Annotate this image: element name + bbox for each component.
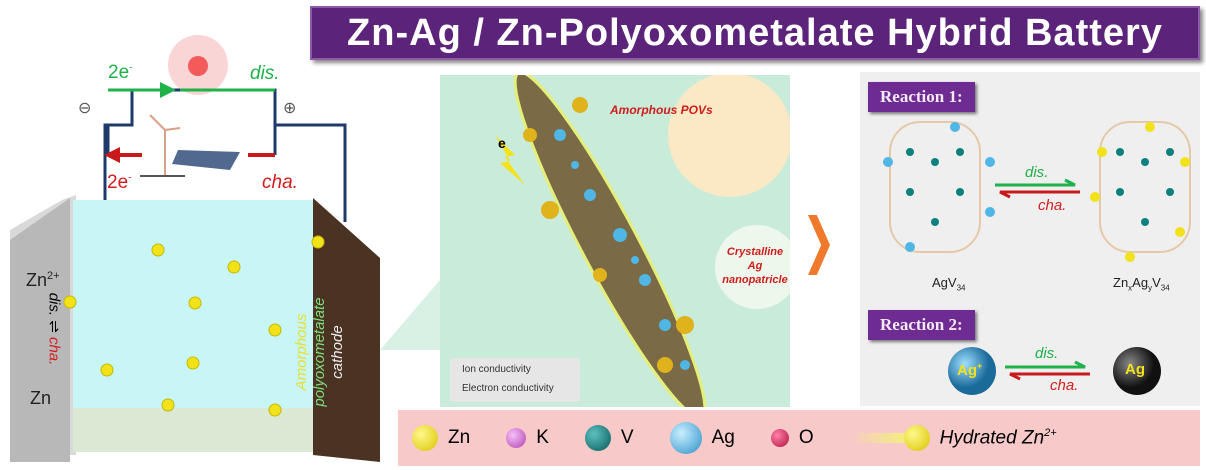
hydrated-zn-ions: [63, 235, 325, 417]
r1-dis-label: dis.: [1025, 164, 1049, 181]
electron-symbol: e: [498, 135, 506, 151]
negative-terminal: ⊖: [78, 100, 92, 117]
znagv34-cluster: [1090, 121, 1191, 262]
dis-arrow-icon: [995, 178, 1076, 187]
legend-k: K: [506, 427, 549, 449]
ag-nanoparticle-inset: [715, 225, 790, 309]
legend-ag: Ag: [669, 422, 735, 454]
positive-terminal: ⊕: [283, 100, 297, 117]
charge-electrons: 2e-: [107, 172, 132, 193]
wind-turbine-icon: [140, 114, 185, 177]
legend-hydrated-zn: Hydrated Zn2+: [849, 425, 1057, 451]
zoom-callout: [380, 280, 440, 350]
anode-ion-label: Zn2+: [26, 270, 60, 290]
discharge-arrow-icon: [160, 82, 176, 98]
legend-electron-conductivity: Electron conductivity: [462, 383, 554, 394]
agv34-cluster: [883, 121, 995, 253]
r1-cha-label: cha.: [1038, 197, 1067, 214]
r2-cha-label: cha.: [1050, 377, 1079, 394]
atom-legend: Zn K V Ag O Hydrated Zn2+: [398, 410, 1200, 466]
cha-arrow-icon: [999, 190, 1080, 199]
cathode-label: Amorphous polyoxometalate cathode: [293, 297, 346, 407]
legend-ion-conductivity: Ion conductivity: [462, 364, 531, 375]
reaction1-label: Reaction 1:: [868, 82, 975, 112]
anode-metal-label: Zn: [30, 388, 52, 408]
r2-dis-label: dis.: [1035, 345, 1059, 362]
legend-v: V: [584, 425, 634, 451]
solar-panel-icon: [172, 150, 240, 170]
light-bulb-icon: [188, 56, 208, 76]
product-znagv34: ZnxAgyV34: [1113, 275, 1170, 293]
battery-schematic: [10, 35, 380, 462]
amorphous-povs-label: Amorphous POVs: [610, 103, 713, 117]
zn-atom-icon: [412, 425, 438, 451]
page-title: Zn-Ag / Zn-Polyoxometalate Hybrid Batter…: [310, 6, 1200, 60]
ag-atom-icon: [669, 422, 702, 454]
o-atom-icon: [770, 429, 789, 447]
zn-anode: [10, 198, 70, 462]
reactions-panel: Reaction 1: dis. cha. AgV34 ZnxAgyV34 Re…: [860, 72, 1200, 406]
ag-ion-label: Ag+: [957, 361, 983, 379]
anode-reaction: dis. ⇌ cha.: [45, 292, 63, 366]
polyoxometalate-cathode: [313, 198, 380, 462]
nanorod-illustration: [450, 75, 790, 407]
ag-metal-label: Ag: [1125, 361, 1145, 378]
reactant-agv34: AgV34: [932, 275, 966, 293]
reaction2-label: Reaction 2:: [868, 310, 975, 340]
discharge-electrons: 2e-: [108, 62, 133, 83]
charge-arrow-icon: [104, 147, 120, 163]
ag-metal-sphere: [1113, 347, 1161, 395]
discharge-label: dis.: [250, 63, 280, 84]
k-atom-icon: [506, 428, 527, 448]
amorphous-povs-inset: [668, 75, 790, 197]
legend-o: O: [770, 427, 814, 449]
legend-zn: Zn: [412, 425, 470, 451]
ag-ion-sphere: [948, 347, 996, 395]
chevron-right-icon: [808, 215, 830, 275]
electron-bolt-icon: [495, 135, 525, 185]
hydrated-zn-trail-icon: [849, 433, 910, 443]
v-atom-icon: [584, 425, 611, 451]
charge-label: cha.: [262, 172, 298, 193]
